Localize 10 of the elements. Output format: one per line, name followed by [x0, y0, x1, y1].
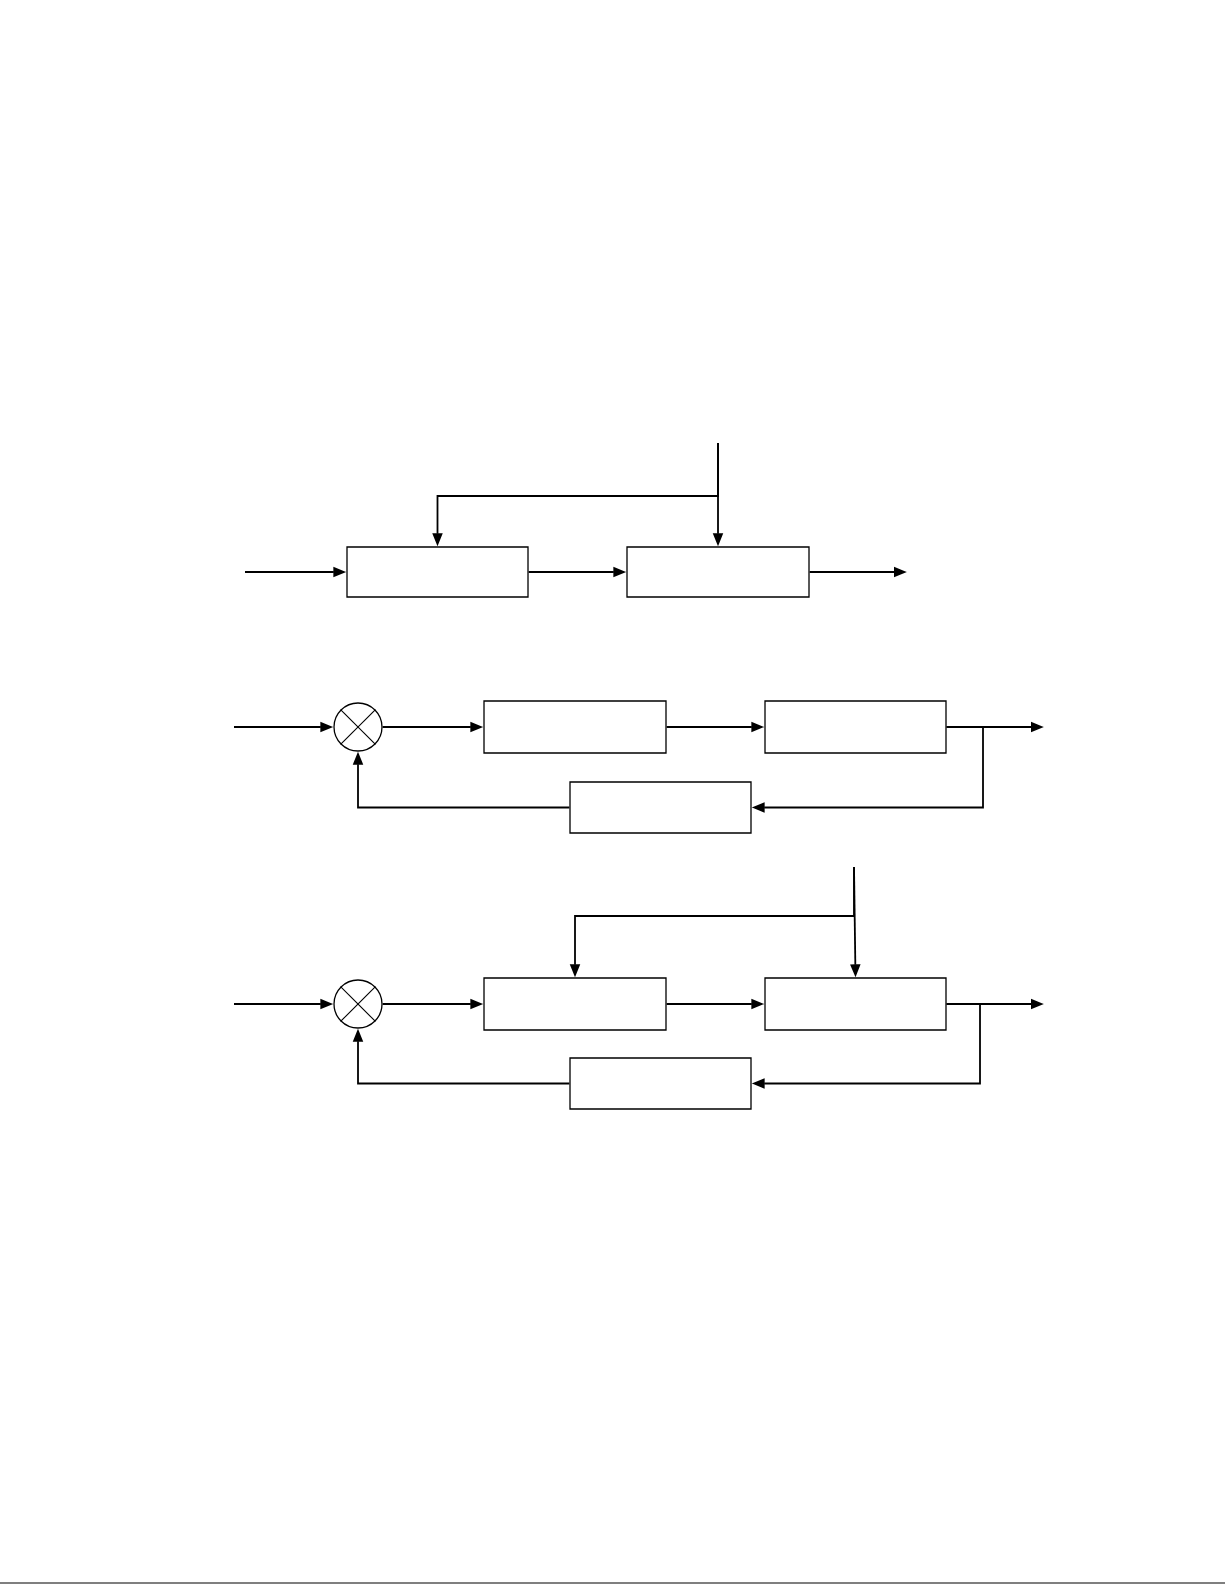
- block-box: [569, 781, 752, 834]
- summing-junction: [333, 979, 383, 1029]
- block-box: [483, 977, 667, 1031]
- block-box: [569, 1057, 752, 1110]
- summing-junction: [333, 702, 383, 752]
- block-box: [483, 700, 667, 754]
- block-box: [346, 546, 529, 598]
- block-box: [764, 700, 947, 754]
- block-box: [626, 546, 810, 598]
- block-box: [764, 977, 947, 1031]
